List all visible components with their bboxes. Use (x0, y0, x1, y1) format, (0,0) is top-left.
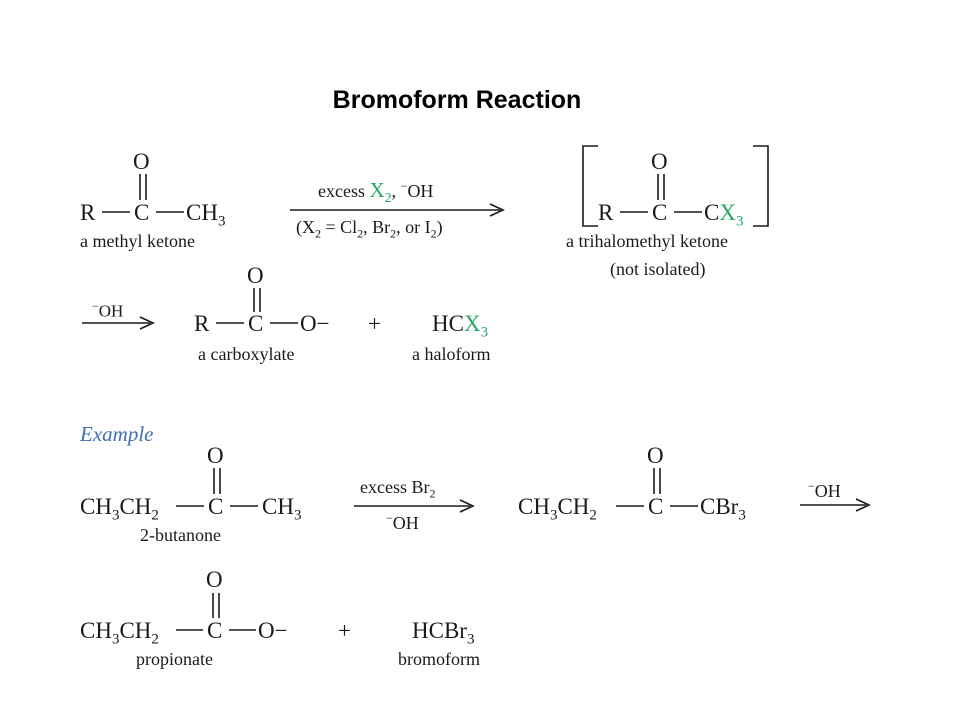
atom-ch3ch2: CH3CH2 (80, 494, 159, 524)
atom-c: C (248, 311, 264, 336)
trihalomethyl-ketone-label: a trihalomethyl ketone (566, 231, 728, 251)
atom-o-minus: O− (258, 618, 288, 643)
bromoform-label: bromoform (398, 649, 480, 669)
atom-c: C (208, 494, 224, 519)
haloform-label: a haloform (412, 344, 491, 364)
atom-c: C (207, 618, 223, 643)
atom-ch3ch2: CH3CH2 (80, 618, 159, 648)
atom-o: O (133, 149, 150, 174)
atom-c: C (648, 494, 664, 519)
example-reagent-top: excess Br2 (360, 477, 436, 501)
atom-o: O (647, 443, 664, 468)
arrow-3-head (459, 499, 475, 513)
example-heading: Example (80, 422, 154, 446)
atom-hcx3: HCX3 (432, 311, 489, 341)
atom-c: C (134, 200, 150, 225)
reagent-halogen-options: (X2 = Cl2, Br2, or I2) (296, 217, 443, 241)
atom-r: R (194, 311, 210, 336)
arrow-4-head (855, 498, 871, 512)
butanone-label: 2-butanone (140, 525, 221, 545)
atom-o: O (207, 443, 224, 468)
bracket-left (582, 145, 598, 227)
atom-hcbr3: HCBr3 (412, 618, 475, 648)
reagent-excess: excess (318, 181, 365, 201)
atom-ch3: CH3 (186, 200, 226, 230)
arrow-2-head (139, 316, 155, 330)
plus-sign: + (338, 618, 351, 643)
atom-r: R (80, 200, 96, 225)
bracket-right (753, 145, 769, 227)
slide-title: Bromoform Reaction (332, 86, 582, 114)
atom-c: C (652, 200, 668, 225)
step2-reagent: −OH (92, 299, 124, 321)
arrow-1-head (489, 203, 505, 217)
atom-ch3: CH3 (262, 494, 302, 524)
reagent-excess-x2: excess X2, −OH (318, 180, 433, 206)
reagent-oh: , −OH (391, 179, 434, 201)
atom-cx3: CX3 (704, 200, 744, 230)
not-isolated-label: (not isolated) (610, 259, 706, 279)
reagent-x2: X2 (369, 178, 392, 207)
atom-o: O (651, 149, 668, 174)
example-step2-reagent: −OH (808, 479, 841, 501)
carboxylate-label: a carboxylate (198, 344, 295, 364)
methyl-ketone-label: a methyl ketone (80, 231, 195, 251)
atom-r: R (598, 200, 614, 225)
atom-o: O (206, 567, 223, 592)
atom-o: O (247, 263, 264, 288)
atom-ch3ch2: CH3CH2 (518, 494, 597, 524)
atom-o-minus: O− (300, 311, 330, 336)
propionate-label: propionate (136, 649, 213, 669)
example-reagent-bottom: −OH (386, 511, 419, 533)
plus-sign: + (368, 311, 381, 336)
atom-cbr3: CBr3 (700, 494, 746, 524)
